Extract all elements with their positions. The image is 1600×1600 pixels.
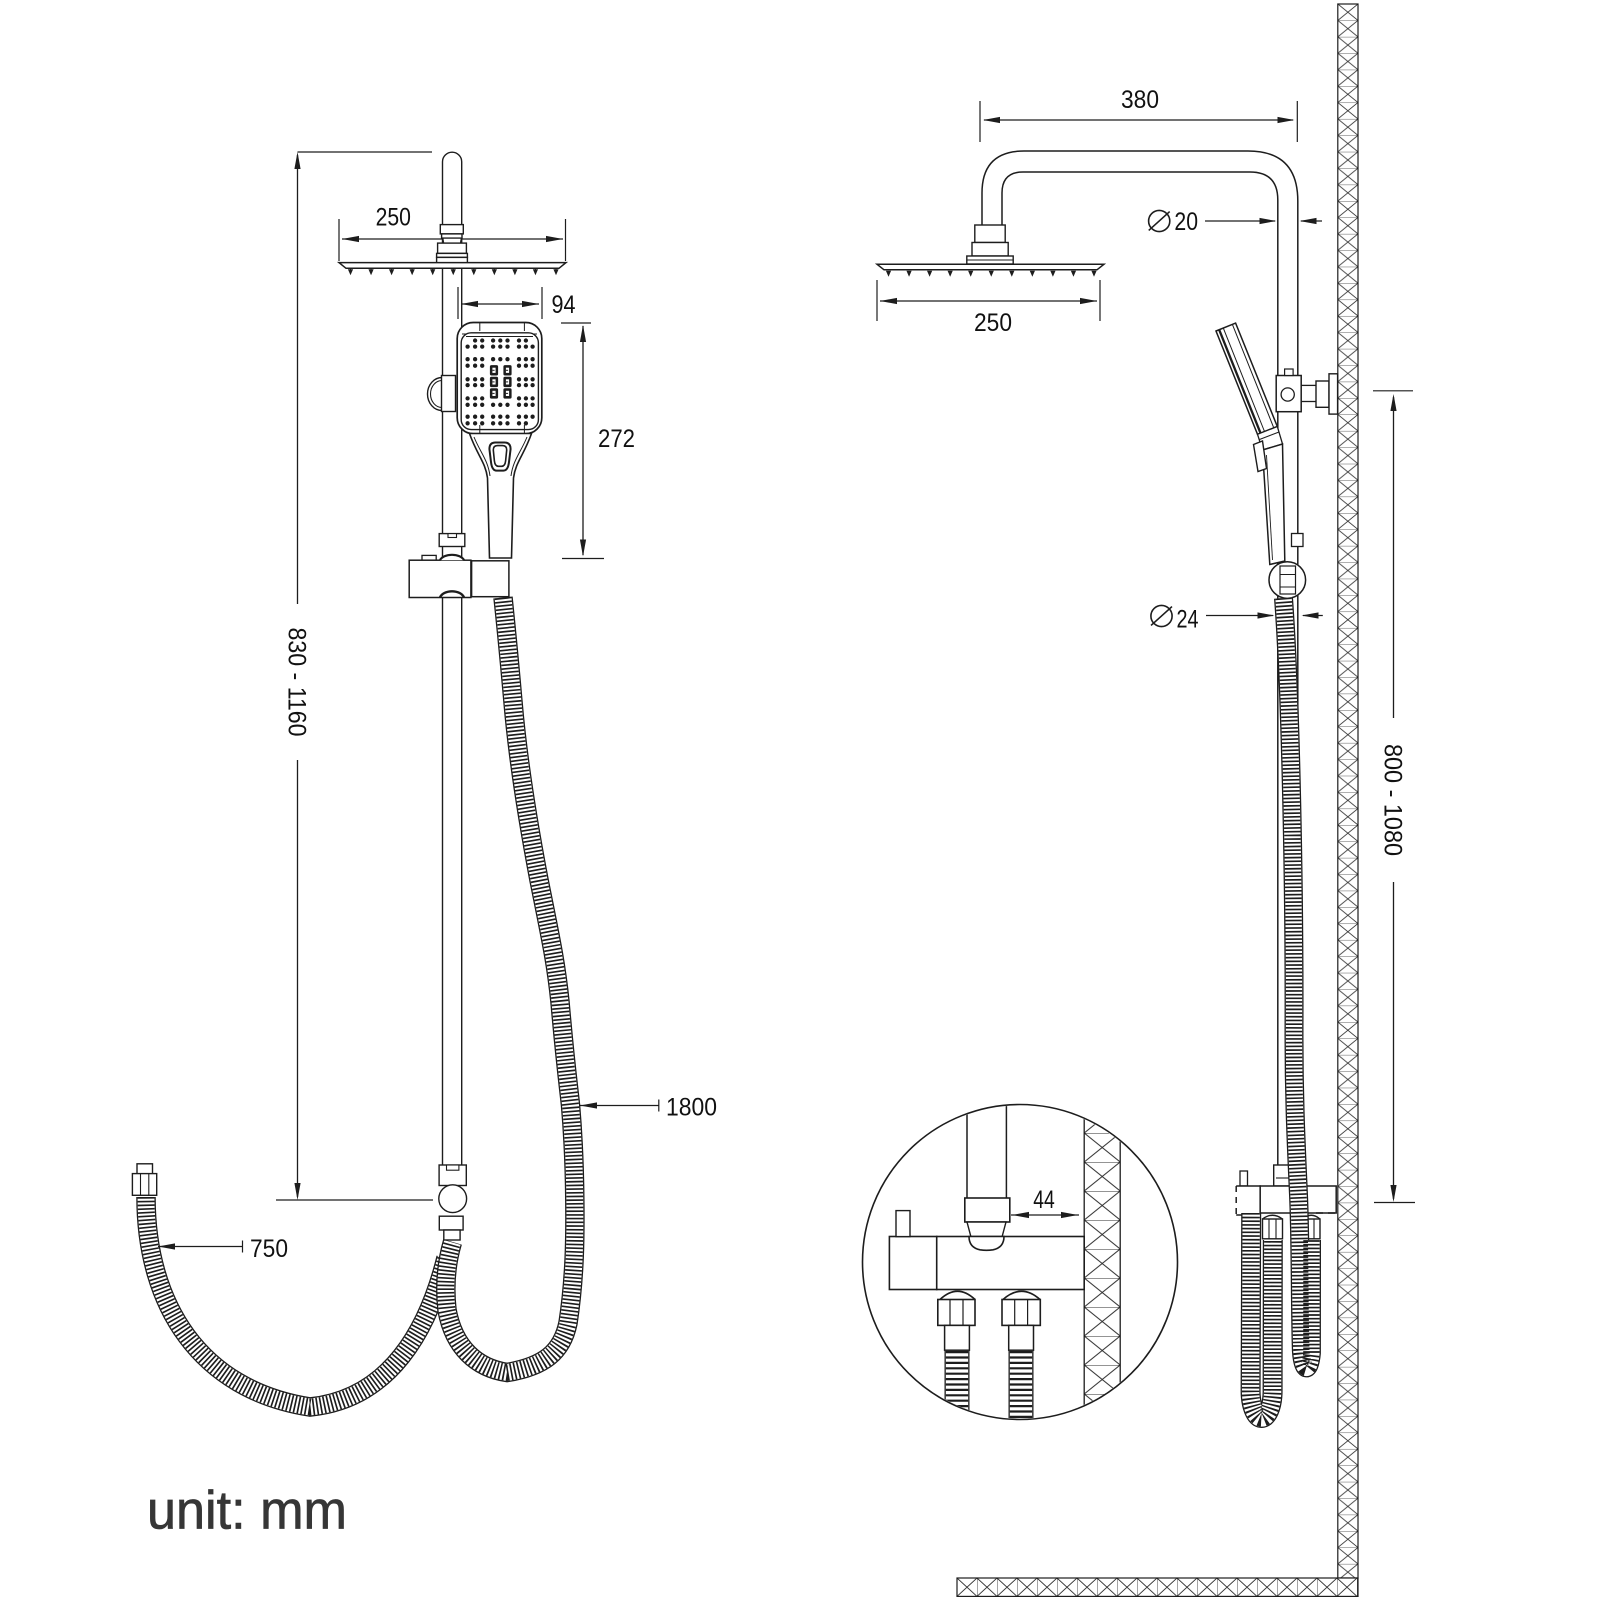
svg-text:20: 20 (1174, 208, 1198, 236)
svg-text:830 - 1160: 830 - 1160 (283, 628, 311, 737)
svg-text:94: 94 (552, 291, 576, 319)
svg-text:250: 250 (974, 309, 1012, 337)
svg-text:272: 272 (598, 425, 635, 453)
svg-text:800 - 1080: 800 - 1080 (1379, 744, 1407, 856)
svg-text:unit: mm: unit: mm (147, 1481, 347, 1541)
svg-text:1800: 1800 (666, 1094, 717, 1122)
svg-text:24: 24 (1177, 606, 1199, 634)
svg-text:750: 750 (250, 1235, 288, 1263)
svg-text:380: 380 (1121, 86, 1159, 114)
svg-text:250: 250 (376, 204, 411, 232)
svg-text:44: 44 (1033, 1186, 1055, 1214)
